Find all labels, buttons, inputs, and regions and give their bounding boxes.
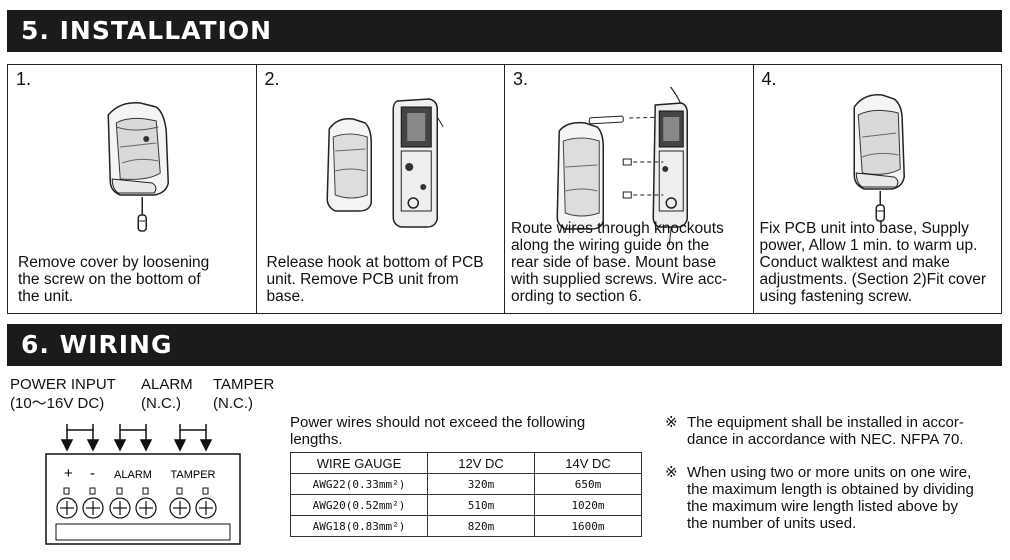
step-text: Remove cover by loosening the screw on t… xyxy=(18,254,210,305)
tamper-label: TAMPER xyxy=(213,376,275,393)
power-range-label: (10～16V DC) xyxy=(10,395,105,412)
column-header: 14V DC xyxy=(534,452,642,474)
installation-steps: 1. Remove cover by loosening the screw o… xyxy=(7,64,1002,314)
length-12v-cell: 510m xyxy=(427,494,535,516)
power-input-label: POWER INPUT xyxy=(10,376,116,393)
step-number: 3. xyxy=(513,69,529,89)
terminal-plus: + xyxy=(64,465,73,482)
table-header-row: WIRE GAUGE 12V DC 14V DC xyxy=(290,452,642,474)
assembled-detector-illustration xyxy=(853,94,905,222)
step-1: 1. Remove cover by loosening the screw o… xyxy=(8,65,257,313)
length-14v-cell: 1600m xyxy=(534,515,642,537)
step-2: 2. Release hook at bottom of PCB unit. R… xyxy=(257,65,505,313)
terminal-minus: - xyxy=(90,465,95,482)
wire-gauge-cell: AWG22(0.33mm²) xyxy=(290,473,428,495)
step-text: Route wires through knockouts along the … xyxy=(511,220,728,305)
length-14v-cell: 650m xyxy=(534,473,642,495)
pcb-removal-illustration xyxy=(325,98,444,228)
remark-text: When using two or more units on one wire… xyxy=(687,464,974,532)
reference-mark-icon: ※ xyxy=(665,464,678,481)
step-text: Fix PCB unit into base, Supply power, Al… xyxy=(759,220,987,305)
detector-cover-illustration xyxy=(107,102,170,232)
terminal-alarm: ALARM xyxy=(114,469,152,481)
mounting-illustration xyxy=(556,87,688,246)
reference-mark-icon: ※ xyxy=(665,414,678,431)
wire-gauge-cell: AWG20(0.52mm²) xyxy=(290,494,428,516)
remark-text: The equipment shall be installed in acco… xyxy=(687,414,964,448)
step-number: 2. xyxy=(264,69,280,89)
table-row: AWG22(0.33mm²) 320m 650m xyxy=(290,473,642,495)
length-12v-cell: 820m xyxy=(427,515,535,537)
terminal-tamper: TAMPER xyxy=(170,469,215,481)
length-14v-cell: 1020m xyxy=(534,494,642,516)
length-12v-cell: 320m xyxy=(427,473,535,495)
section-5-header: 5. INSTALLATION xyxy=(7,10,1002,52)
wiring-arrows xyxy=(60,424,213,452)
table-row: AWG20(0.52mm²) 510m 1020m xyxy=(290,494,642,516)
section-6-header: 6. WIRING xyxy=(7,324,1002,366)
column-header: 12V DC xyxy=(427,452,535,474)
remark-item: ※ When using two or more units on one wi… xyxy=(665,464,1005,532)
tamper-nc-label: (N.C.) xyxy=(213,395,253,412)
step-3: 3. Route wires through knockouts along t… xyxy=(505,65,754,313)
alarm-label: ALARM xyxy=(141,376,193,393)
remark-item: ※ The equipment shall be installed in ac… xyxy=(665,414,1005,448)
column-header: WIRE GAUGE xyxy=(290,452,428,474)
terminal-block-diagram: + - ALARM TAMPER xyxy=(45,424,241,545)
step-text: Release hook at bottom of PCB unit. Remo… xyxy=(266,254,484,305)
remarks: ※ The equipment shall be installed in ac… xyxy=(665,414,1005,548)
wire-length-note: Power wires should not exceed the follow… xyxy=(290,414,586,448)
step-number: 4. xyxy=(761,69,777,89)
alarm-nc-label: (N.C.) xyxy=(141,395,181,412)
table-row: AWG18(0.83mm²) 820m 1600m xyxy=(290,515,642,537)
step-number: 1. xyxy=(16,69,32,89)
wire-length-table: WIRE GAUGE 12V DC 14V DC AWG22(0.33mm²) … xyxy=(290,452,642,537)
step-4: 4. Fix PCB unit into base, Supply power,… xyxy=(754,65,1002,313)
wire-gauge-cell: AWG18(0.83mm²) xyxy=(290,515,428,537)
